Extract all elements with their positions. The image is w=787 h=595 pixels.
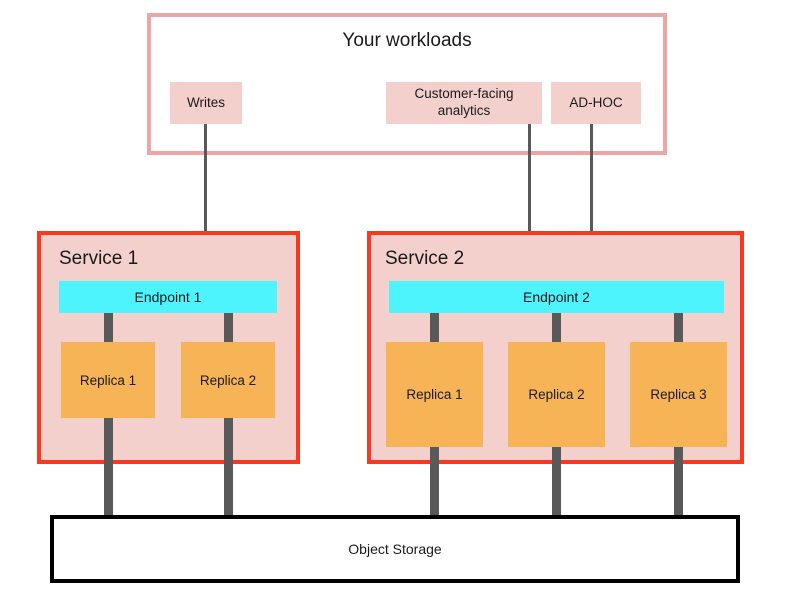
workload-chip-ad-hoc[interactable]: AD-HOC [551, 82, 641, 124]
connector-endpoint1-to-s1-replica1 [104, 313, 113, 345]
workload-chip-writes[interactable]: Writes [170, 82, 242, 124]
service-label-service-2: Service 2 [385, 248, 465, 269]
arrow-analytics-to-endpoint2-line [528, 124, 531, 264]
arrow-writes-to-endpoint1-line [204, 124, 207, 259]
connector-s2-replica2-to-storage [552, 444, 561, 517]
connector-endpoint2-to-s2-replica1 [430, 313, 439, 345]
endpoint-endpoint-2[interactable]: Endpoint 2 [389, 281, 724, 313]
replica-service2-replica-3[interactable]: Replica 3 [630, 342, 727, 447]
replica-service2-replica-2[interactable]: Replica 2 [508, 342, 605, 447]
endpoint-endpoint-1[interactable]: Endpoint 1 [59, 281, 277, 313]
connector-endpoint1-to-s1-replica2 [224, 313, 233, 345]
service-label-service-1: Service 1 [59, 248, 139, 269]
connector-s2-replica3-to-storage [674, 444, 683, 517]
arrow-adhoc-to-endpoint2-line [590, 124, 593, 264]
replica-service2-replica-1[interactable]: Replica 1 [386, 342, 483, 447]
connector-s2-replica1-to-storage [430, 444, 439, 517]
replica-service1-replica-2[interactable]: Replica 2 [181, 342, 275, 418]
workloads-title: Your workloads [342, 30, 472, 51]
connector-endpoint2-to-s2-replica3 [674, 313, 683, 345]
connector-s1-replica2-to-storage [224, 415, 233, 517]
connector-s1-replica1-to-storage [104, 415, 113, 517]
connector-endpoint2-to-s2-replica2 [552, 313, 561, 345]
replica-service1-replica-1[interactable]: Replica 1 [61, 342, 155, 418]
object-storage-box[interactable]: Object Storage [50, 515, 740, 583]
workload-chip-customer-facing-analytics[interactable]: Customer-facing analytics [386, 82, 542, 124]
